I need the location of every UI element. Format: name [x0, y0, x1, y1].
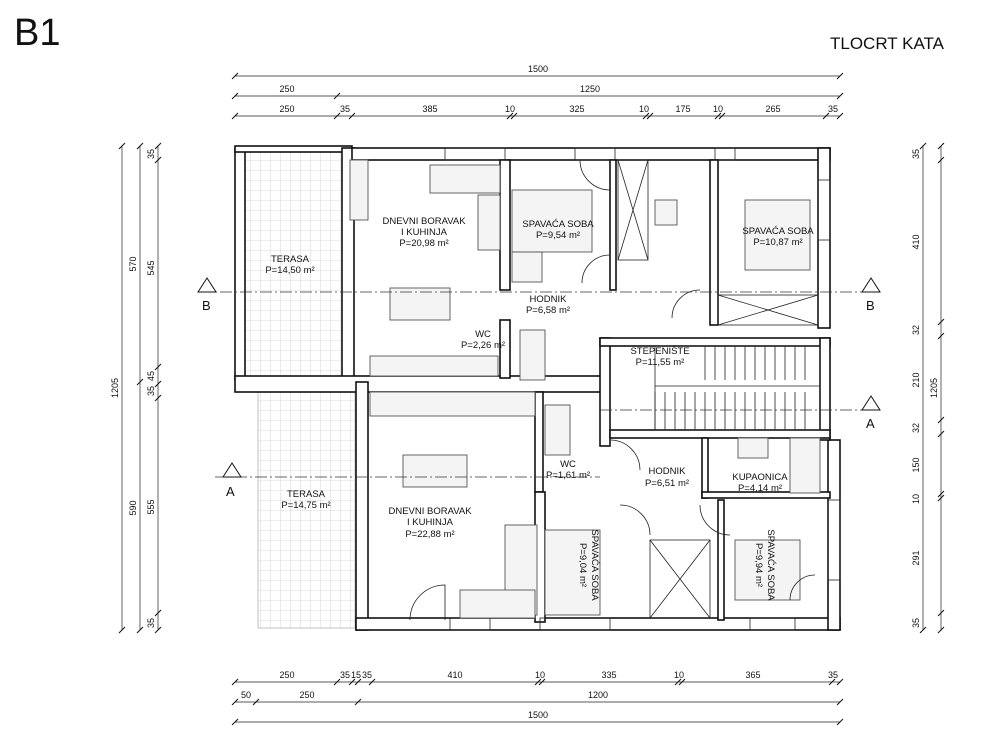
- dim-top-r3-4: 10: [505, 104, 515, 114]
- dim-right-8: 291: [911, 550, 921, 565]
- dim-bot-r1-1: 250: [279, 670, 294, 680]
- section-b-right: B: [866, 298, 875, 313]
- dim-left-r3-6: 35: [146, 618, 156, 628]
- room-stairs-name: STEPENIŠTE: [630, 346, 689, 357]
- room-bed3-area: P=9,04 m²: [577, 543, 588, 587]
- room-hall-top-area: P=6,58 m²: [526, 305, 570, 316]
- room-terasa-top-area: P=14,50 m²: [265, 265, 314, 276]
- section-a-left: A: [226, 484, 235, 499]
- section-b-left: B: [202, 298, 211, 313]
- room-wc-bottom-name: WC: [560, 459, 576, 470]
- dim-bot-r1-6: 10: [535, 670, 545, 680]
- plan-code: B1: [14, 12, 61, 54]
- dimension-text-bottom: 250 35 15 35 410 10 335 10 365 35 50 250…: [241, 670, 838, 720]
- dim-top-r3-7: 175: [675, 104, 690, 114]
- staircase: [654, 345, 821, 431]
- dim-right-total: 1205: [929, 378, 939, 398]
- dim-bot-r1-9: 365: [745, 670, 760, 680]
- dim-top-r3-5: 325: [569, 104, 584, 114]
- room-wc-top-name: WC: [475, 329, 491, 340]
- dim-left-r3-2: 545: [146, 260, 156, 275]
- dim-top-r2-2: 1250: [580, 84, 600, 94]
- plan-subtitle: TLOCRT KATA: [830, 34, 944, 53]
- dim-bot-r1-5: 410: [447, 670, 462, 680]
- dim-top-r3-1: 250: [279, 104, 294, 114]
- dim-right-7: 10: [911, 494, 921, 504]
- dim-left-total: 1205: [110, 378, 120, 398]
- dim-right-2: 410: [911, 234, 921, 249]
- dim-right-3: 32: [911, 325, 921, 335]
- dim-left-r2-1: 570: [128, 256, 138, 271]
- dim-left-r3-4: 35: [146, 386, 156, 396]
- dim-right-6: 150: [911, 457, 921, 472]
- room-hall-bottom-name: HODNIK: [649, 466, 687, 477]
- dimension-text-top: 1500 250 1250 250 35 385 10 325 10 175 1…: [279, 64, 838, 114]
- dim-bot-r1-7: 335: [601, 670, 616, 680]
- dim-left-r3-5: 555: [146, 499, 156, 514]
- room-bed1-name: SPAVAĆA SOBA: [522, 219, 594, 230]
- room-living-top-line2: I KUHINJA: [401, 227, 448, 238]
- room-bed3-name: SPAVAĆA SOBA: [589, 529, 600, 601]
- dim-top-r3-2: 35: [340, 104, 350, 114]
- dim-bot-r1-3: 15: [351, 670, 361, 680]
- dim-top-r3-6: 10: [639, 104, 649, 114]
- room-bed1-area: P=9,54 m²: [536, 230, 580, 241]
- terrace-top: [241, 149, 346, 383]
- dim-right-4: 210: [911, 372, 921, 387]
- dim-right-9: 35: [911, 618, 921, 628]
- dim-bot-r2-3: 1200: [588, 690, 608, 700]
- dim-right-1: 35: [911, 149, 921, 159]
- dim-right-5: 32: [911, 423, 921, 433]
- room-hall-top-name: HODNIK: [530, 294, 568, 305]
- room-hall-bottom-area: P=6,51 m²: [645, 478, 689, 489]
- room-living-top-line1: DNEVNI BORAVAK: [382, 216, 466, 227]
- room-bed2-area: P=10,87 m²: [753, 237, 802, 248]
- room-living-bottom-line2: I KUHINJA: [407, 517, 454, 528]
- furniture: [349, 159, 821, 619]
- dim-top-total: 1500: [528, 64, 548, 74]
- dim-bot-r1-4: 35: [362, 670, 372, 680]
- room-terasa-bottom-area: P=14,75 m²: [281, 500, 330, 511]
- dimension-text-left: 1205 570 590 35 545 45 35 555 35: [110, 149, 156, 628]
- dim-top-r3-9: 265: [765, 104, 780, 114]
- dim-left-r2-2: 590: [128, 500, 138, 515]
- dim-top-r2-1: 250: [279, 84, 294, 94]
- room-living-top-area: P=20,98 m²: [399, 238, 448, 249]
- room-wc-bottom-area: P=1,61 m²: [546, 470, 590, 481]
- dim-bot-r1-2: 35: [340, 670, 350, 680]
- dim-bot-r2-1: 50: [241, 690, 251, 700]
- dim-top-r3-8: 10: [713, 104, 723, 114]
- room-bath-area: P=4,14 m²: [738, 483, 782, 494]
- room-stairs-area: P=11,55 m²: [636, 357, 685, 368]
- doors: [409, 159, 816, 621]
- room-bed2-name: SPAVAĆA SOBA: [742, 226, 814, 237]
- dim-left-r3-3: 45: [146, 371, 156, 381]
- dim-bot-r1-8: 10: [674, 670, 684, 680]
- room-labels: TERASA P=14,50 m² TERASA P=14,75 m² DNEV…: [265, 216, 814, 601]
- room-bath-name: KUPAONICA: [732, 472, 788, 483]
- room-terasa-top-name: TERASA: [271, 254, 310, 265]
- wardrobes: [617, 159, 819, 619]
- dim-left-r3-1: 35: [146, 149, 156, 159]
- dim-bot-total: 1500: [528, 710, 548, 720]
- section-a-right: A: [866, 416, 875, 431]
- section-lines: [197, 277, 881, 478]
- room-wc-top-area: P=2,26 m²: [461, 340, 505, 351]
- room-terasa-bottom-name: TERASA: [287, 489, 326, 500]
- room-living-bottom-line1: DNEVNI BORAVAK: [388, 506, 472, 517]
- room-bed4-area: P=9,94 m²: [753, 543, 764, 587]
- dim-bot-r2-2: 250: [299, 690, 314, 700]
- dim-top-r3-3: 385: [422, 104, 437, 114]
- dimension-ticks: [118, 72, 945, 726]
- dimension-text-right: 1205 35 410 32 210 32 150 10 291 35: [911, 149, 939, 628]
- room-living-bottom-area: P=22,88 m²: [405, 529, 454, 540]
- dim-bot-r1-10: 35: [828, 670, 838, 680]
- room-bed4-name: SPAVAĆA SOBA: [765, 529, 776, 601]
- dim-top-r3-10: 35: [828, 104, 838, 114]
- terrace-bottom: [257, 391, 356, 629]
